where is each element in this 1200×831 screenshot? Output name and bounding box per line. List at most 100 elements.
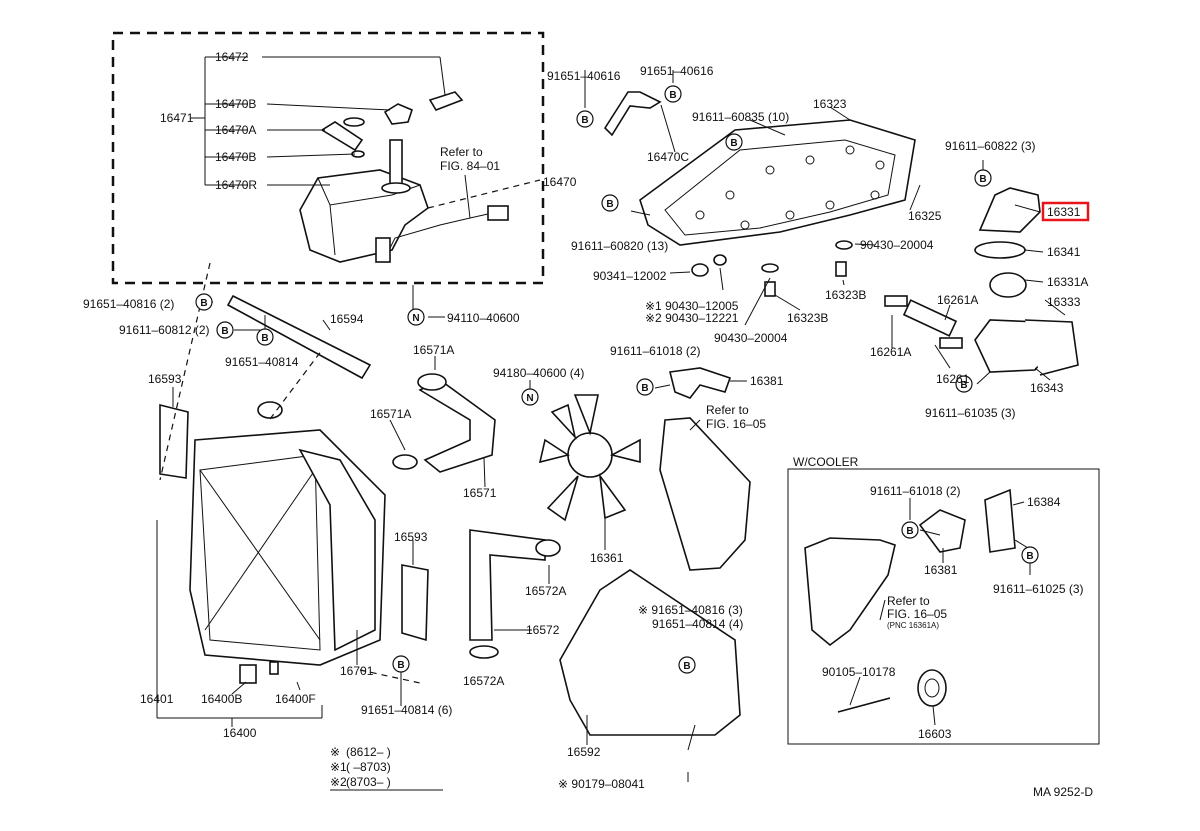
part-label: 91651–40814 (4) bbox=[652, 617, 743, 631]
part-label: 16333 bbox=[1047, 295, 1081, 309]
level-sensor-wire bbox=[375, 205, 509, 263]
symbol-circle-b: B bbox=[636, 378, 654, 396]
ref-label-fig16-cooler: Refer to bbox=[887, 594, 930, 608]
svg-text:B: B bbox=[397, 660, 404, 671]
bolt-90105 bbox=[837, 697, 891, 713]
part-label: ※2 90430–12221 bbox=[645, 311, 739, 325]
symbol-circle-b: B bbox=[1021, 546, 1039, 564]
part-label: 91611–60820 (13) bbox=[571, 239, 668, 253]
part-label: 16572A bbox=[525, 584, 566, 598]
part-label: 16261A bbox=[870, 345, 911, 359]
bracket-16593-b bbox=[401, 564, 429, 642]
symbol-circle-b: B bbox=[576, 110, 594, 128]
part-label: 16470 bbox=[543, 175, 577, 189]
symbol-circle-b: B bbox=[664, 85, 682, 103]
part-label: 91611–61018 (2) bbox=[870, 484, 961, 498]
ref-label-pnc: (PNC 16361A) bbox=[887, 621, 939, 630]
part-label: 16361 bbox=[590, 551, 624, 565]
part-label: 16331A bbox=[1047, 275, 1088, 289]
part-label-highlighted: 16331 bbox=[1047, 205, 1081, 219]
symbol-circle-b: B bbox=[256, 328, 274, 346]
ref-label-fig16: FIG. 16–05 bbox=[706, 417, 766, 431]
part-label: 91651–40616 bbox=[547, 69, 621, 83]
symbol-circle-b: B bbox=[725, 133, 743, 151]
svg-text:B: B bbox=[669, 90, 676, 101]
part-label: 91611–61035 (3) bbox=[925, 406, 1016, 420]
part-label: 16571A bbox=[370, 407, 411, 421]
part-label: 16571A bbox=[413, 343, 454, 357]
part-label: 90430–20004 bbox=[714, 331, 788, 345]
part-label: 91651–40816 (2) bbox=[83, 297, 174, 311]
ref-label-fig16: Refer to bbox=[706, 403, 749, 417]
part-label: 91651–40814 (6) bbox=[361, 703, 452, 717]
cooler-box-title: W/COOLER bbox=[793, 455, 859, 469]
part-label: 16401 bbox=[140, 692, 174, 706]
part-label: ※1 90430–12005 bbox=[645, 299, 739, 313]
lower-hose bbox=[469, 529, 561, 659]
svg-text:B: B bbox=[906, 526, 913, 537]
svg-text:B: B bbox=[683, 661, 690, 672]
part-label: 94110–40600 bbox=[447, 311, 520, 325]
part-label: 16470B bbox=[215, 150, 256, 164]
symbol-circle-b: B bbox=[974, 169, 992, 187]
fan-belt bbox=[659, 417, 751, 571]
outlet-housing bbox=[639, 119, 916, 246]
part-label: 91611–61025 (3) bbox=[993, 582, 1084, 596]
symbol-circle-b: B bbox=[216, 321, 234, 339]
date-range-legend: ※ (8612– ) ※1 ( –8703) ※2 (8703– ) bbox=[330, 745, 443, 791]
symbol-circle-b: B bbox=[901, 521, 919, 539]
part-label: 16381 bbox=[924, 563, 958, 577]
cooler-bracket-16384 bbox=[984, 488, 1016, 553]
part-label: 90105–10178 bbox=[822, 665, 896, 679]
symbol-circle-b: B bbox=[955, 375, 973, 393]
legend-text: ( –8703) bbox=[346, 760, 391, 774]
part-label: 16592 bbox=[567, 745, 601, 759]
svg-text:B: B bbox=[581, 115, 588, 126]
ref-label-fig84: FIG. 84–01 bbox=[440, 159, 500, 173]
part-label: 16323B bbox=[825, 288, 866, 302]
part-label: 16472 bbox=[215, 50, 249, 64]
legend-mark: ※1 bbox=[330, 760, 347, 774]
part-label: 16593 bbox=[148, 372, 182, 386]
part-label: 16470C bbox=[647, 150, 689, 164]
thermostat-assembly bbox=[884, 187, 1079, 376]
part-label: 91651–40814 bbox=[225, 355, 299, 369]
part-label: 16571 bbox=[463, 486, 497, 500]
legend-mark: ※ bbox=[330, 745, 340, 759]
svg-text:B: B bbox=[641, 383, 648, 394]
highlight-box bbox=[1041, 201, 1090, 222]
part-label: 16343 bbox=[1030, 381, 1064, 395]
shroud-bar-16594 bbox=[226, 294, 372, 380]
svg-text:B: B bbox=[960, 380, 967, 391]
reservoir-cap-parts bbox=[320, 91, 464, 158]
part-label: ※ 91651–40816 (3) bbox=[638, 603, 743, 617]
legend-text: (8612– ) bbox=[346, 745, 391, 759]
symbol-circle-b: B bbox=[195, 293, 213, 311]
legend-mark: ※2 bbox=[330, 775, 347, 789]
svg-text:B: B bbox=[730, 138, 737, 149]
cooler-belt bbox=[804, 537, 896, 647]
part-label: 16470B bbox=[215, 97, 256, 111]
part-label: 16261A bbox=[937, 293, 978, 307]
part-label: 16400B bbox=[201, 692, 242, 706]
part-label: 94180–40600 (4) bbox=[493, 366, 584, 380]
cooler-bracket-16381 bbox=[918, 509, 966, 553]
cooler-box-border bbox=[787, 468, 1100, 745]
diagram-code: MA 9252-D bbox=[1033, 785, 1093, 799]
symbol-circle-n: N bbox=[521, 388, 539, 406]
svg-text:B: B bbox=[200, 298, 207, 309]
symbol-circle-b: B bbox=[601, 194, 619, 212]
part-label: 16400 bbox=[223, 726, 257, 740]
ref-label-fig16-cooler: FIG. 16–05 bbox=[887, 607, 947, 621]
svg-text:B: B bbox=[261, 333, 268, 344]
part-label: 16594 bbox=[330, 312, 364, 326]
part-label: 91611–60812 (2) bbox=[119, 323, 210, 337]
svg-text:B: B bbox=[606, 199, 613, 210]
part-label: ※ 90179–08041 bbox=[558, 777, 645, 791]
part-label: 16384 bbox=[1027, 495, 1061, 509]
part-label: 91611–60822 (3) bbox=[945, 139, 1036, 153]
part-label: 16323B bbox=[787, 311, 828, 325]
reservoir-leaders bbox=[190, 56, 541, 219]
idler-pulley bbox=[917, 669, 947, 707]
